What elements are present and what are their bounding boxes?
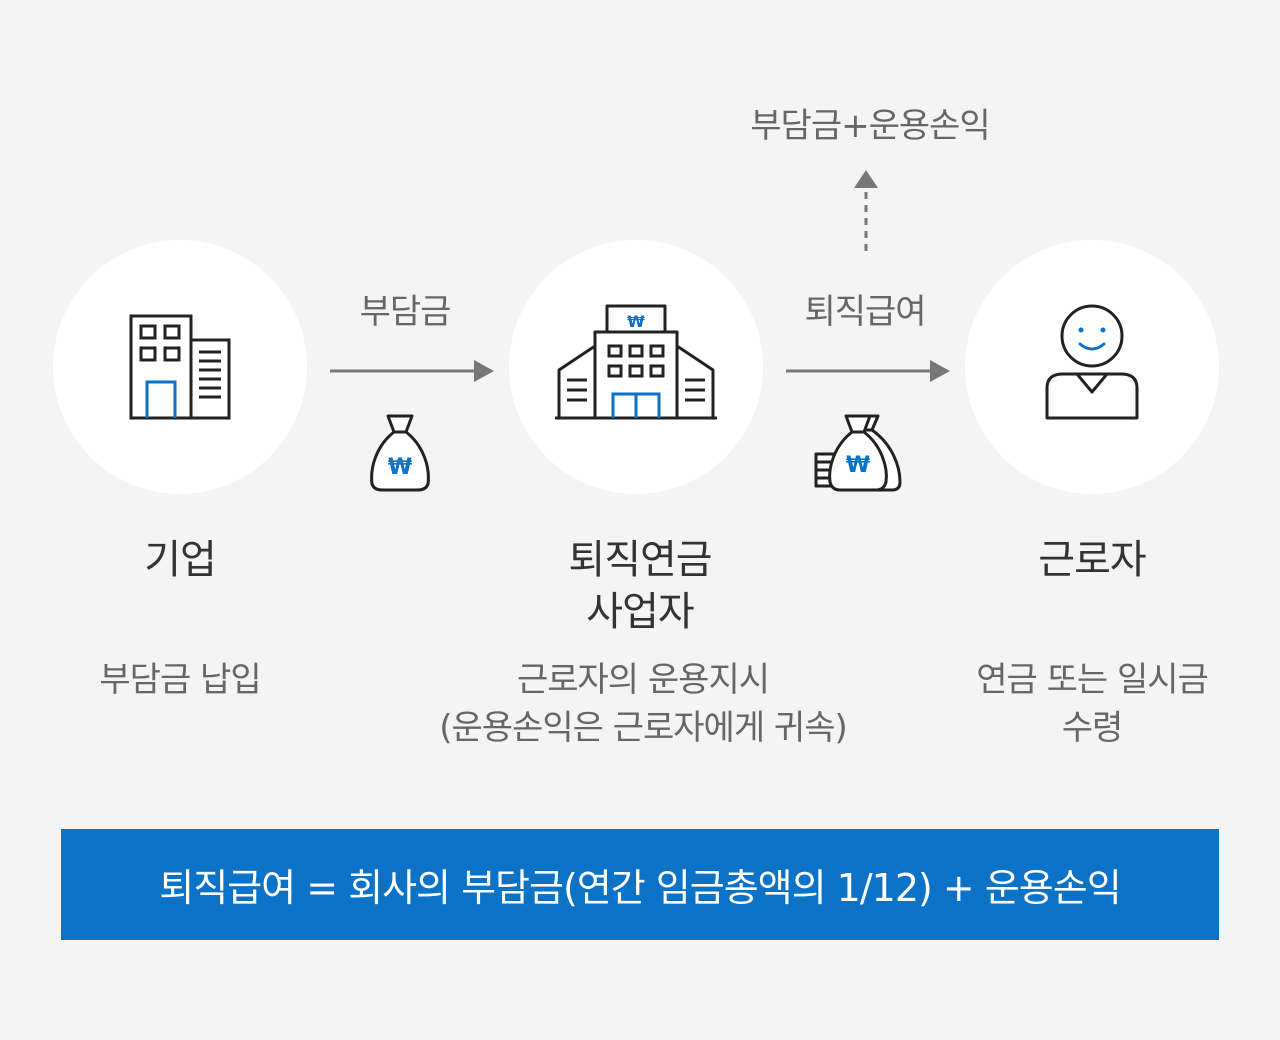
dashed-up-arrow: [854, 170, 878, 252]
provider-title-line2: 사업자: [586, 589, 694, 635]
company-title: 기업: [144, 537, 217, 583]
provider-circle: ₩: [509, 240, 763, 494]
bank-icon: ₩: [555, 304, 717, 420]
formula-text: 퇴직급여 = 회사의 부담금(연간 임금총액의 1/12) + 운용손익: [159, 866, 1121, 910]
company-desc: 부담금 납입: [99, 660, 261, 700]
worker-desc-line1: 연금 또는 일시금: [976, 660, 1209, 700]
worker-desc-line2: 수령: [1061, 708, 1124, 748]
contribution-label: 부담금: [359, 292, 452, 332]
worker-title: 근로자: [1038, 537, 1146, 583]
svg-text:₩: ₩: [846, 453, 870, 478]
money-bags-coins-icon: ₩: [814, 414, 902, 492]
person-icon: [1045, 304, 1139, 420]
provider-desc-line2: (운용손익은 근로자에게 귀속): [439, 708, 848, 748]
svg-text:₩: ₩: [388, 455, 412, 480]
worker-circle: [965, 240, 1219, 494]
benefit-label: 퇴직급여: [804, 292, 926, 332]
money-bag-icon: ₩: [370, 414, 430, 492]
provider-desc-line1: 근로자의 운용지시: [516, 660, 770, 700]
right-arrow-2: [786, 360, 950, 382]
right-arrow-1: [330, 360, 494, 382]
building-icon: [129, 314, 231, 420]
formula-banner: 퇴직급여 = 회사의 부담금(연간 임금총액의 1/12) + 운용손익: [61, 829, 1219, 940]
provider-title-line1: 퇴직연금: [568, 537, 712, 583]
svg-text:₩: ₩: [627, 312, 645, 331]
up-arrow-label: 부담금+운용손익: [750, 106, 990, 146]
company-circle: [53, 240, 307, 494]
